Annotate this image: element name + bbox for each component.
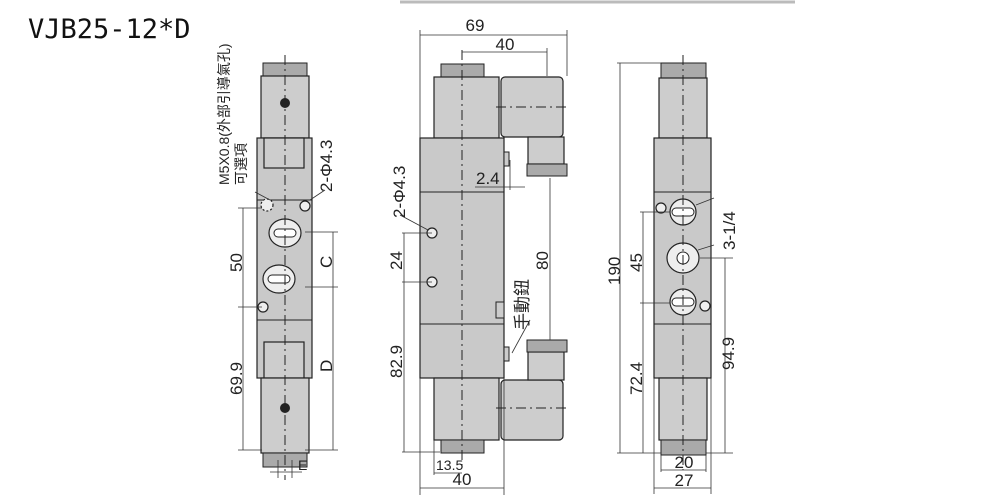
dim-69-9: 69.9 [227, 362, 246, 395]
right-view: 190 45 3-1/4 72.4 94.9 20 27 [605, 55, 739, 494]
dim-72-4: 72.4 [627, 362, 646, 395]
dim-190: 190 [605, 257, 624, 285]
dim-20: 20 [675, 453, 694, 472]
dim-69: 69 [466, 16, 485, 35]
m5-note: M5X0.8(外部引導氣孔) [216, 43, 232, 185]
bottom-cap [263, 341, 305, 379]
dim-d: D [317, 360, 336, 372]
pilot-port [260, 198, 274, 212]
dim-80: 80 [533, 251, 552, 270]
dim-40-top: 40 [496, 35, 515, 54]
dim-45: 45 [627, 253, 646, 272]
bottom-coil [433, 377, 500, 441]
dim-2-4: 2.4 [476, 169, 500, 188]
bottom-plug-nut [526, 339, 568, 353]
manual-button-top [503, 151, 510, 167]
mount-hole-1 [299, 200, 311, 212]
mount-hole-1 [655, 202, 667, 214]
middle-view: 69 40 2.4 2-Φ4.3 24 80 手動鈕 82.9 13.5 40 [387, 16, 568, 495]
dim-c: C [317, 256, 336, 268]
top-coil [433, 76, 500, 139]
dim-94-9: 94.9 [719, 337, 738, 370]
holes-note: 2-Φ4.3 [390, 166, 409, 218]
left-view: 50 69.9 C D E M5X0.8(外部引導氣孔) 可選項 2-Φ4.3 [216, 43, 338, 480]
manual-note: 手動鈕 [513, 279, 532, 330]
dim-50: 50 [227, 253, 246, 272]
top-plug-neck [527, 136, 565, 165]
dim-13-5: 13.5 [436, 457, 463, 473]
ports-note: 3-1/4 [720, 211, 739, 250]
dim-27: 27 [675, 471, 694, 490]
holes-note: 2-Φ4.3 [317, 140, 336, 192]
dim-24: 24 [387, 251, 406, 270]
bottom-plug-neck [527, 351, 565, 381]
optional-note: 可選項 [233, 143, 249, 185]
manual-button-bottom [503, 346, 510, 362]
bottom-screw-icon [280, 403, 290, 413]
top-plug-nut [526, 163, 568, 177]
top-coil [658, 77, 708, 139]
top-cap [263, 137, 305, 169]
dim-40-bottom: 40 [453, 470, 472, 489]
dim-82-9: 82.9 [387, 345, 406, 378]
mount-hole-2 [699, 300, 711, 312]
manual-button-mid [495, 301, 505, 319]
bottom-plug-connector [500, 379, 564, 441]
model-title: VJB25-12*D [28, 14, 191, 45]
dim-e: E [298, 457, 307, 473]
